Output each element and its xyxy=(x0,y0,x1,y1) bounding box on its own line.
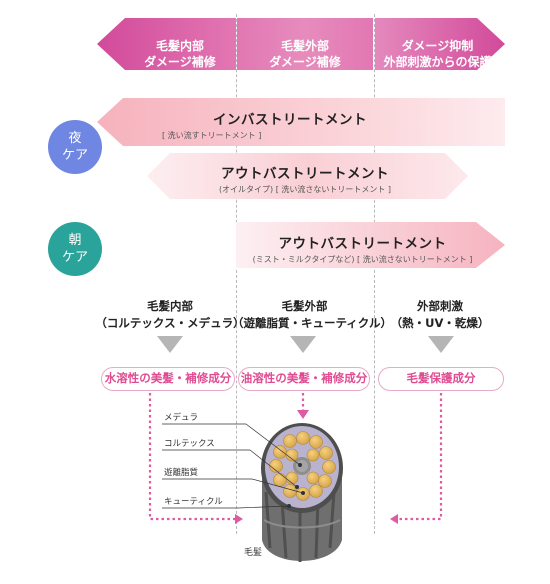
leader-lines xyxy=(162,423,304,509)
outbath-night-sub: (オイルタイプ) [ 洗い流さないトリートメント ] xyxy=(218,185,392,194)
label-medulla: メデュラ xyxy=(164,413,199,423)
zone-label-protect: ダメージ抑制外部刺激からの保護 xyxy=(383,39,492,69)
outbath-night-title: アウトバストリートメント xyxy=(221,166,389,182)
pill-oil-soluble: 油溶性の美髪・補修成分 xyxy=(238,367,370,391)
pill-protection: 毛髪保護成分 xyxy=(378,367,504,391)
divider-line-1 xyxy=(236,14,237,534)
zone-arrow-protect xyxy=(375,18,505,70)
outbath-morning-sub: (ミスト・ミルクタイプなど) [ 洗い流さないトリートメント ] xyxy=(252,255,473,264)
morning-care-badge: 朝ケア xyxy=(48,222,102,276)
outbath-night-text: アウトバストリートメント (オイルタイプ) [ 洗い流さないトリートメント ] xyxy=(170,162,440,195)
label-free-lipid: 遊離脂質 xyxy=(164,468,199,478)
zone-label-inner: 毛髪内部ダメージ補修 xyxy=(144,39,216,69)
label-cortex: コルテックス xyxy=(164,439,215,449)
pill-water-soluble: 水溶性の美髪・補修成分 xyxy=(101,367,235,391)
outbath-morning-title: アウトバストリートメント xyxy=(278,236,447,252)
night-care-badge: 夜ケア xyxy=(48,120,102,174)
band-outbath-morning xyxy=(236,222,505,268)
down-arrow-inner xyxy=(157,336,183,353)
column-head-protect: 外部刺激（熱・UV・乾燥） xyxy=(390,299,490,330)
flow-arrows xyxy=(148,393,443,521)
down-arrow-outer xyxy=(290,336,316,353)
zone-label-outer: 毛髪外部ダメージ補修 xyxy=(269,39,341,69)
inbath-title: インバストリートメント xyxy=(213,112,367,128)
divider-line-2 xyxy=(374,14,375,534)
hair-caption: 毛髪 xyxy=(244,548,263,558)
column-head-outer: 毛髪外部（遊離脂質・キューティクル） xyxy=(232,299,392,330)
inbath-sub: [ 洗い流すトリートメント ] xyxy=(162,131,262,140)
band-inbath xyxy=(97,98,505,146)
hair-cross-section xyxy=(261,423,343,562)
outbath-morning-text: アウトバストリートメント (ミスト・ミルクタイプなど) [ 洗い流さないトリート… xyxy=(240,232,485,265)
inbath-text: インバストリートメント [ 洗い流すトリートメント ] xyxy=(140,108,440,141)
zone-arrow-inner xyxy=(97,18,236,70)
band-outbath-night xyxy=(147,153,468,199)
column-head-inner: 毛髪内部（コルテックス・メデュラ） xyxy=(95,299,245,330)
zone-arrow-outer xyxy=(237,18,373,70)
down-arrow-protect xyxy=(428,336,454,353)
label-cuticle: キューティクル xyxy=(164,497,223,507)
